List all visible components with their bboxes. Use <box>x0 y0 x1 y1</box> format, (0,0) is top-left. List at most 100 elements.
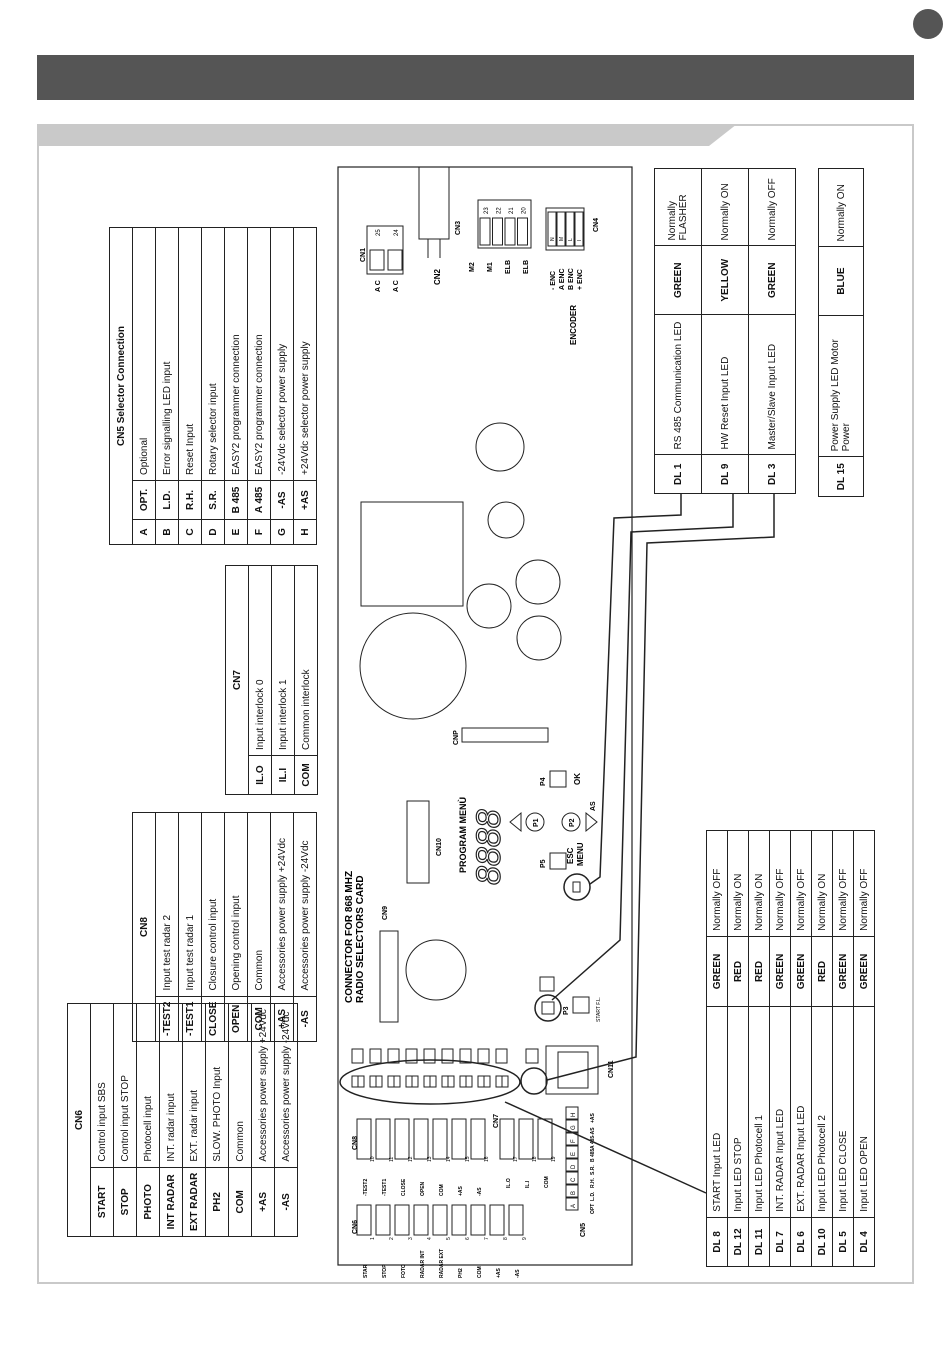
cn4-pin-letter: L <box>568 238 574 241</box>
capacitor-1 <box>475 422 525 472</box>
cn8-terminal <box>451 1118 467 1160</box>
dl-led <box>572 881 581 893</box>
cn5-pin-label: +AS <box>590 1112 596 1123</box>
cn6-terminal <box>356 1204 372 1236</box>
cn7-pin-number: 18 <box>532 1156 538 1162</box>
status-led <box>483 1075 491 1088</box>
cn8-pin-label: -TEST1 <box>382 1179 388 1196</box>
p1-label: P1 <box>533 818 540 827</box>
cn4-terminal <box>574 211 584 247</box>
cn1-ac-1: A C <box>375 280 382 292</box>
connector-text-line1: CONNECTOR FOR 868 MHZ <box>344 871 355 1003</box>
cn4-pin-letter: N <box>550 237 556 241</box>
cn5-pin-letter: B <box>571 1191 577 1195</box>
cn6-terminal <box>508 1204 524 1236</box>
status-led <box>441 1075 449 1088</box>
cn5-terminal <box>565 1184 579 1198</box>
cn8-board-label: CN8 <box>352 1136 359 1150</box>
status-led-pad <box>495 1048 508 1064</box>
cn1-label: CN1 <box>360 248 367 262</box>
cn8-pin-number: 11 <box>389 1157 395 1162</box>
cn4-terminal <box>565 211 575 247</box>
cn1-pin-25: 25 <box>376 229 382 236</box>
cn6-pin-label: STOP <box>382 1264 388 1278</box>
status-led <box>495 1075 503 1088</box>
cn8-pin-label: -AS <box>477 1187 483 1196</box>
status-led-pad <box>525 1048 539 1064</box>
buzzer <box>405 939 467 1001</box>
cn9-connector <box>379 930 399 1023</box>
cn8-pin-label: CLOSE <box>401 1178 407 1196</box>
led-row-highlight <box>339 1059 521 1105</box>
cn5-pin-letter: D <box>571 1164 577 1169</box>
cn7-pin-number: 17 <box>513 1156 519 1162</box>
cn7-pin-label: COM <box>544 1176 550 1188</box>
connector-text-line2: RADIO SELECTORS CARD <box>355 875 366 1003</box>
cn11-rj-connector <box>545 1045 599 1095</box>
callout-wire-dl9 <box>551 494 734 1001</box>
cn7-pin-label: IL.I <box>525 1180 531 1188</box>
cn3-terminal <box>479 217 491 246</box>
cn5-pin-label: OPT <box>590 1204 596 1214</box>
p4-ok-button[interactable] <box>549 770 567 788</box>
p3-label: P3 <box>563 1006 570 1015</box>
status-led <box>459 1075 467 1088</box>
arrow-up-icon <box>509 811 522 833</box>
cn3-pin-number: 22 <box>497 207 503 214</box>
cn6-pin-label: RADAR EXT <box>439 1249 445 1278</box>
cn7-board-label: CN7 <box>493 1114 500 1128</box>
cn6-pin-number: 7 <box>484 1237 490 1240</box>
p1-button[interactable] <box>525 812 545 832</box>
cn6-pin-number: 1 <box>370 1237 376 1240</box>
menu-label: MENU <box>576 842 585 866</box>
cn6-pin-number: 2 <box>389 1237 395 1240</box>
cn8-pin-number: 10 <box>370 1156 376 1162</box>
large-capacitor <box>359 612 467 720</box>
p2-button[interactable] <box>561 812 581 832</box>
cn3-pin-number: 20 <box>522 207 528 214</box>
status-led-pad <box>459 1048 472 1064</box>
cn3-block <box>477 199 532 249</box>
cn5-terminal <box>565 1145 579 1159</box>
encoder-pin-label: - ENC <box>550 271 557 290</box>
cn6-terminal <box>489 1204 505 1236</box>
cn6-pin-label: PH2 <box>458 1268 464 1278</box>
cn6-terminal <box>413 1204 429 1236</box>
cn5-terminal <box>565 1171 579 1185</box>
cn6-terminal <box>451 1204 467 1236</box>
cn8-pin-label: OPEN <box>420 1181 426 1196</box>
cn5-board-label: CN5 <box>580 1223 587 1237</box>
cn3-terminal <box>492 217 503 246</box>
status-led-pad <box>369 1048 382 1064</box>
cn7-pin-label: IL.O <box>506 1178 512 1188</box>
cn8-terminal <box>394 1118 410 1160</box>
cn1-terminal <box>387 249 403 271</box>
cn5-pin-label: -AS <box>590 1127 596 1136</box>
cn3-elb-2: ELB <box>523 260 530 274</box>
cnp-connector <box>461 727 549 743</box>
status-led-pad <box>387 1048 400 1064</box>
cn6-terminal <box>432 1204 448 1236</box>
status-led-pad <box>441 1048 454 1064</box>
p5-esc-button[interactable] <box>549 852 567 870</box>
cn1-pin-24: 24 <box>394 229 400 236</box>
cn2-label: CN2 <box>433 268 442 285</box>
status-led <box>447 1075 455 1088</box>
status-led <box>411 1075 419 1088</box>
cn4-terminal <box>547 211 557 247</box>
cn8-terminal <box>413 1118 429 1160</box>
status-led <box>375 1075 383 1088</box>
cn8-terminal <box>356 1118 372 1160</box>
cn6-pin-number: 5 <box>446 1237 452 1240</box>
seven-segment-display: 8888 <box>470 809 508 885</box>
start-fl-button[interactable] <box>572 996 590 1014</box>
cn6-pin-label: FOTO <box>401 1264 407 1278</box>
status-led <box>477 1075 485 1088</box>
cn6-board-label: CN6 <box>352 1220 359 1234</box>
cn6-pin-label: +AS <box>496 1267 502 1278</box>
cn10-label: CN10 <box>436 838 443 856</box>
cn4-label: CN4 <box>593 218 600 232</box>
cn5-pin-label: S.R. <box>590 1165 596 1175</box>
cn3-label: CN3 <box>455 221 462 235</box>
capacitor-2 <box>487 501 525 539</box>
